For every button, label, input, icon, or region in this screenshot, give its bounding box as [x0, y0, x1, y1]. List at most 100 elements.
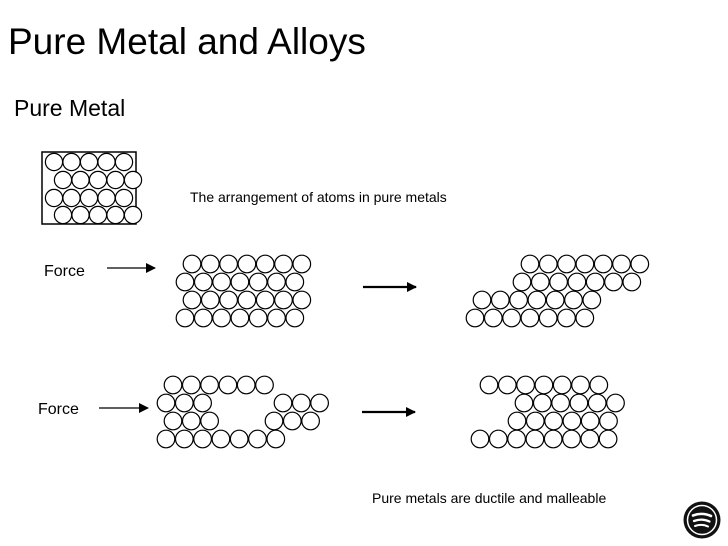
atom: [181, 375, 201, 395]
atom: [193, 272, 213, 292]
atom: [174, 393, 194, 413]
spotify-icon: [683, 501, 721, 539]
atom: [310, 393, 330, 413]
atom: [175, 308, 195, 328]
atom: [229, 429, 249, 449]
atom: [44, 152, 64, 172]
bottom-layers-after: [470, 375, 625, 449]
atom: [106, 205, 125, 225]
atom: [585, 272, 605, 292]
atom: [97, 188, 116, 208]
atom: [567, 272, 587, 292]
atom: [230, 272, 250, 292]
atom: [557, 254, 576, 274]
atom: [182, 254, 202, 274]
atom: [538, 254, 558, 274]
atom: [285, 308, 305, 328]
atom: [237, 290, 257, 310]
atom: [193, 393, 213, 413]
atom: [465, 308, 485, 328]
atom: [88, 205, 108, 225]
atom: [512, 272, 532, 292]
atom: [470, 429, 490, 449]
atom: [525, 429, 545, 449]
atom: [200, 290, 220, 310]
atom: [598, 429, 618, 449]
atom: [123, 205, 143, 225]
atom: [497, 375, 517, 395]
atom: [544, 411, 563, 431]
atom: [552, 375, 572, 395]
atom: [273, 393, 293, 413]
force-label-top: Force: [44, 263, 85, 280]
atom: [71, 170, 90, 190]
atom: [479, 375, 499, 395]
atom: [163, 375, 183, 395]
atom: [182, 290, 202, 310]
atom: [580, 429, 600, 449]
atom: [292, 254, 312, 274]
atom: [236, 375, 256, 395]
atom: [604, 272, 623, 292]
atom: [255, 375, 274, 395]
atom: [472, 290, 492, 310]
atom: [562, 429, 581, 449]
ductile-caption: Pure metals are ductile and malleable: [372, 490, 607, 506]
atom: [174, 429, 194, 449]
atom: [267, 272, 286, 292]
atom: [490, 290, 510, 310]
atom: [534, 375, 554, 395]
atom: [53, 170, 73, 190]
atom: [569, 393, 589, 413]
atom: [507, 411, 527, 431]
atom: [237, 254, 257, 274]
atom: [218, 375, 238, 395]
atom: [255, 290, 275, 310]
atom: [123, 170, 143, 190]
atom: [520, 254, 540, 274]
atom: [630, 254, 650, 274]
atom: [582, 290, 602, 310]
atom: [291, 393, 311, 413]
atom: [267, 308, 286, 328]
atom: [44, 188, 64, 208]
atom: [606, 393, 625, 413]
atom: [575, 308, 595, 328]
atom: [193, 429, 213, 449]
atom: [538, 308, 558, 328]
atom: [575, 254, 595, 274]
atom: [532, 393, 552, 413]
atom: [525, 411, 545, 431]
atom: [211, 429, 231, 449]
atom: [193, 308, 213, 328]
atom: [248, 272, 268, 292]
lattice-box-atoms: [44, 152, 143, 225]
atom: [219, 254, 239, 274]
atom: [163, 411, 183, 431]
atom: [274, 254, 293, 274]
top-layers-after: [465, 254, 650, 328]
atom: [156, 393, 176, 413]
atom: [545, 290, 565, 310]
atom: [527, 290, 547, 310]
atom: [562, 411, 582, 431]
atom: [599, 411, 618, 431]
atom: [483, 308, 503, 328]
atom: [62, 188, 81, 208]
section-title: Pure Metal: [14, 95, 126, 121]
atom: [622, 272, 642, 292]
atom: [200, 375, 220, 395]
atom: [156, 429, 176, 449]
atom: [516, 375, 535, 395]
atom: [564, 290, 583, 310]
atom: [212, 272, 232, 292]
atom: [219, 290, 239, 310]
atom: [62, 152, 81, 172]
atom: [71, 205, 90, 225]
atom: [571, 375, 590, 395]
arrangement-caption: The arrangement of atoms in pure metals: [190, 189, 447, 205]
atom: [274, 290, 293, 310]
top-layers-before: [175, 254, 312, 328]
atom: [514, 393, 534, 413]
force-label-bottom: Force: [38, 401, 79, 418]
